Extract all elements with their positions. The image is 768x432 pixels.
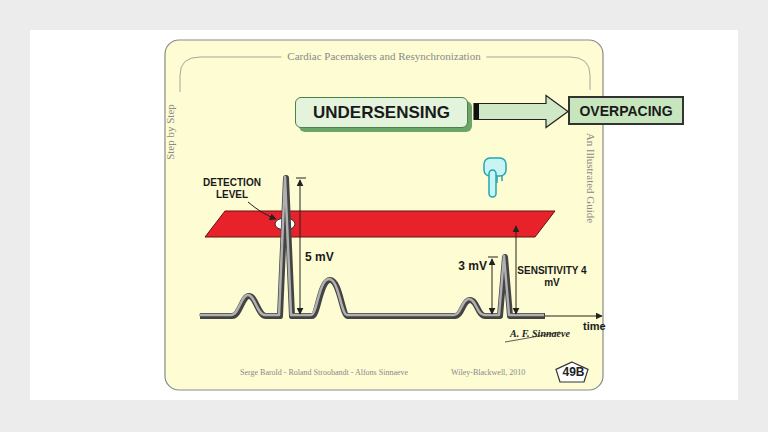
node-text: 49B <box>562 365 584 379</box>
footer-publisher: Wiley-Blackwell, 2010 <box>451 368 525 377</box>
detection-label: DETECTION LEVEL <box>199 177 265 200</box>
detection-band <box>205 211 555 237</box>
block-arrow <box>474 96 568 128</box>
page-badge: 49B <box>555 361 592 383</box>
axis-label: time <box>583 320 606 333</box>
pointing-hand <box>484 158 506 197</box>
dimension-sensitivity <box>516 226 517 314</box>
side-text: An Illustrated Guide <box>585 133 598 223</box>
dimension-5mv <box>300 180 301 314</box>
node-text: UNDERSENSING <box>313 103 450 123</box>
slide-page <box>30 30 738 400</box>
result-box: OVERPACING <box>568 96 684 125</box>
node-text: OVERPACING <box>579 103 672 119</box>
card <box>165 40 603 390</box>
dimension-3mv <box>492 259 493 314</box>
arrow-tail-bar <box>474 104 479 120</box>
dimension-tick <box>296 178 306 179</box>
side-text: Step by Step <box>164 104 177 160</box>
ecg-trace <box>200 178 545 316</box>
status-box: UNDERSENSING <box>295 97 468 128</box>
time-axis <box>545 316 602 317</box>
dimension-label: 5 mV <box>305 251 334 265</box>
slide-title: Cardiac Pacemakers and Resynchronization <box>281 50 486 62</box>
signature: A. F. Sinnaeve <box>510 328 570 340</box>
frame-line <box>180 57 590 92</box>
dimension-label: 3 mV <box>458 260 487 274</box>
footer-authors: Serge Barold - Roland Stroobandt - Alfon… <box>240 368 408 377</box>
dimension-tick <box>488 257 498 258</box>
sensitivity-label: SENSITIVITY 4 mV <box>512 265 592 288</box>
leader-line <box>248 202 276 219</box>
